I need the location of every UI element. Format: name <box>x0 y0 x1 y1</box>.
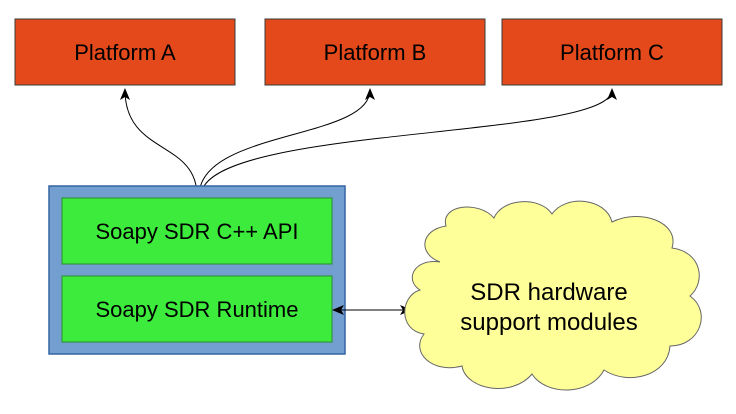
api-box-rect <box>61 197 333 265</box>
platform-a-label: Platform A <box>74 40 176 65</box>
runtime-box-rect <box>61 275 333 343</box>
soapy-core-container: Soapy SDR C++ API Soapy SDR Runtime <box>48 185 346 355</box>
platform-b-rect <box>264 18 486 86</box>
cloud-label-line1: SDR hardware <box>470 279 627 306</box>
runtime-box: Soapy SDR Runtime <box>61 275 333 343</box>
cloud-label-line2: support modules <box>460 309 637 336</box>
runtime-label: Soapy SDR Runtime <box>96 297 299 322</box>
api-box: Soapy SDR C++ API <box>61 197 333 265</box>
platform-c-box: Platform C <box>501 18 723 86</box>
hardware-cloud: SDR hardware support modules <box>404 200 702 391</box>
platform-c-rect <box>501 18 723 86</box>
platform-b-label: Platform B <box>324 40 427 65</box>
api-label: Soapy SDR C++ API <box>96 219 299 244</box>
platform-c-label: Platform C <box>560 40 664 65</box>
cloud-shape <box>404 200 702 391</box>
platform-b-box: Platform B <box>264 18 486 86</box>
connector-to-platform-c <box>200 88 617 197</box>
connector-to-platform-a <box>120 88 198 197</box>
platform-a-box: Platform A <box>14 18 236 86</box>
platform-a-rect <box>14 18 236 86</box>
connector-to-platform-b <box>198 88 375 197</box>
